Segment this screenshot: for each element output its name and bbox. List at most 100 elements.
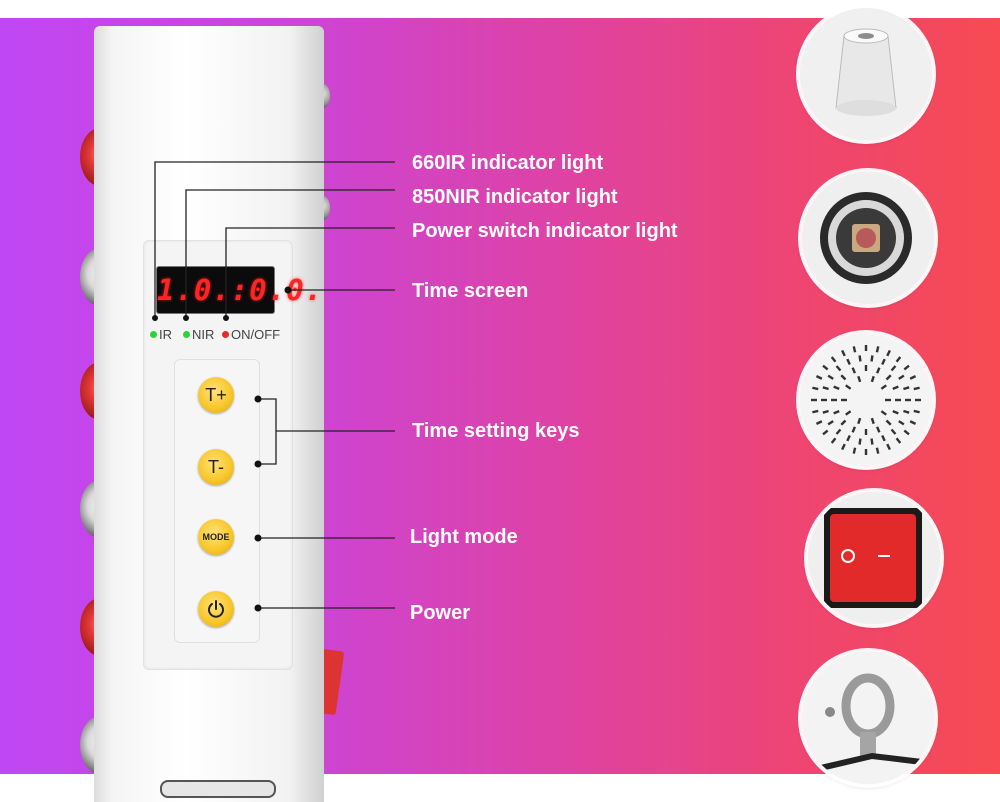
vent-slot (851, 367, 857, 374)
power-indicator-dot (222, 331, 229, 338)
vent-slot (833, 409, 840, 415)
hanging-ring-detail (802, 652, 934, 784)
nir-indicator-label: NIR (192, 327, 215, 342)
vent-slot (812, 386, 819, 391)
vent-slot (903, 429, 910, 436)
power-indicator-callout: Power switch indicator light (412, 220, 678, 242)
vent-slot (840, 419, 847, 426)
mode-button[interactable]: MODE (198, 519, 234, 555)
vent-slot (831, 398, 837, 402)
vent-slot (840, 374, 847, 381)
time-minus-label: T- (208, 457, 224, 477)
vent-slot (811, 398, 817, 402)
vent-slot (890, 428, 897, 435)
vent-slot (830, 356, 837, 363)
vent-slot (892, 385, 899, 391)
led-bulb-detail (802, 172, 934, 304)
vent-slot (913, 409, 920, 414)
vent-slot (846, 358, 851, 366)
vent-slot (895, 398, 901, 402)
vent-slot (857, 417, 862, 425)
vent-slot (903, 386, 910, 391)
time-plus-button[interactable]: T+ (198, 377, 234, 413)
vent-slot (875, 346, 880, 353)
vent-slot (841, 443, 846, 451)
time-keys-callout: Time setting keys (412, 420, 580, 442)
device-slot (160, 780, 276, 798)
vent-slot (885, 398, 891, 402)
vent-slot (903, 364, 910, 371)
vent-slot (827, 420, 834, 426)
vent-slot (870, 417, 875, 425)
ir-indicator: IR (150, 327, 172, 343)
vent-slot (870, 375, 875, 383)
vent-slot (864, 429, 868, 435)
rocker-switch-detail (808, 492, 940, 624)
vent-slot (864, 345, 868, 351)
vent-slot (845, 384, 852, 390)
vent-slot (822, 364, 829, 371)
vent-slot (898, 420, 905, 426)
vent-slot (851, 426, 857, 433)
vent-slot (909, 420, 917, 425)
vent-slot (880, 410, 887, 416)
vent-slot (895, 356, 902, 363)
vent-slot (909, 375, 917, 380)
vent-slot (841, 398, 847, 402)
ir-indicator-callout: 660IR indicator light (412, 152, 604, 174)
mode-label: MODE (202, 532, 230, 542)
vent-slot (903, 409, 910, 414)
vent-slot (881, 434, 886, 442)
vent-slot (815, 375, 823, 380)
vent-slot (915, 398, 921, 402)
vent-slot (895, 437, 902, 444)
vent-slot (892, 409, 899, 415)
vent-slot (875, 426, 881, 433)
vent-slot (852, 346, 857, 353)
nir-indicator-dot (183, 331, 190, 338)
vent-slot (845, 410, 852, 416)
nir-indicator: NIR (183, 327, 214, 343)
vent-slot (875, 367, 881, 374)
vent-slot (852, 447, 857, 454)
vent-slot (870, 355, 874, 362)
vent-slot (835, 428, 842, 435)
vent-slot (875, 447, 880, 454)
vent-slot (841, 349, 846, 357)
vent-slot (886, 349, 891, 357)
time-plus-label: T+ (205, 385, 227, 405)
vent-slot (833, 385, 840, 391)
vent-slot (890, 365, 897, 372)
vent-slot (812, 409, 819, 414)
vent-slot (821, 398, 827, 402)
power-button[interactable] (198, 591, 234, 627)
vent-slot (864, 365, 868, 371)
light-mode-callout: Light mode (410, 526, 518, 548)
vent-slot (846, 434, 851, 442)
vent-slot (913, 386, 920, 391)
vent-slot (885, 374, 892, 381)
vent-slot (815, 420, 823, 425)
vent-slot (827, 374, 834, 380)
ir-indicator-dot (150, 331, 157, 338)
vent-slot (822, 429, 829, 436)
vent-slot (830, 437, 837, 444)
ir-indicator-label: IR (159, 327, 172, 342)
time-screen-callout: Time screen (412, 280, 529, 302)
vent-slot (857, 375, 862, 383)
vent-slot (858, 355, 862, 362)
vent-slot (905, 398, 911, 402)
vent-slot (822, 386, 829, 391)
vent-slot (885, 419, 892, 426)
vent-slot (858, 438, 862, 445)
vent-slot (864, 449, 868, 455)
power-icon (208, 600, 224, 618)
nir-indicator-callout: 850NIR indicator light (412, 186, 618, 208)
vent-slot (886, 443, 891, 451)
power-indicator: ON/OFF (222, 327, 280, 343)
power-callout: Power (410, 602, 471, 624)
vent-slot (870, 438, 874, 445)
vent-slot (835, 365, 842, 372)
vent-slot (822, 409, 829, 414)
time-minus-button[interactable]: T- (198, 449, 234, 485)
